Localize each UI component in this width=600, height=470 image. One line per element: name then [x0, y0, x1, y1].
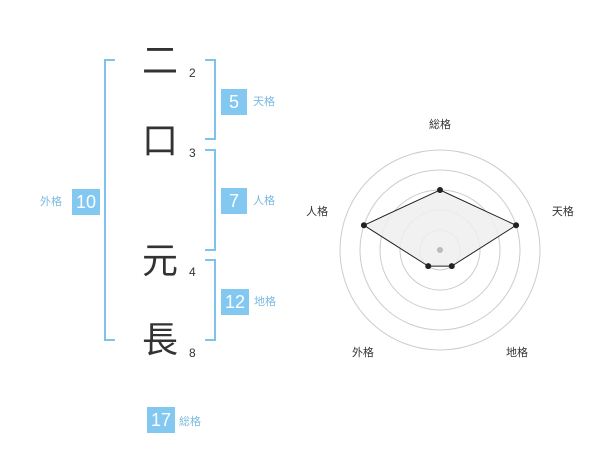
chikaku-badge: 12 [221, 289, 249, 315]
radar-axis-label: 天格 [552, 204, 574, 218]
name-char-3: 元 [141, 241, 178, 282]
radar-axis-label: 外格 [352, 345, 374, 359]
radar-point [360, 222, 367, 229]
gaikaku-label: 外格 [40, 195, 62, 208]
radar-point [437, 187, 443, 193]
gaikaku-bracket [104, 59, 115, 341]
chikaku-bracket [205, 259, 216, 341]
jinkaku-badge: 7 [221, 188, 247, 214]
stroke-count-4: 8 [189, 346, 196, 360]
stroke-count-2: 3 [189, 146, 196, 160]
jinkaku-bracket [205, 149, 216, 251]
radar-axis-label: 総格 [429, 117, 451, 131]
stroke-count-1: 2 [189, 66, 196, 80]
radar-point [513, 222, 520, 229]
chikaku-label: 地格 [254, 295, 276, 308]
name-char-2: 口 [141, 121, 178, 162]
tenkaku-bracket [205, 59, 216, 140]
stroke-count-3: 4 [189, 265, 196, 279]
radar-point [425, 263, 432, 270]
tenkaku-label: 天格 [253, 95, 275, 108]
radar-axis-label: 地格 [506, 345, 528, 359]
name-char-1: 二 [141, 41, 178, 82]
radar-area [362, 189, 518, 267]
name-char-4: 長 [141, 320, 178, 361]
radar-ring [359, 169, 521, 331]
soukaku-badge: 17 [147, 407, 175, 433]
jinkaku-label: 人格 [253, 194, 275, 207]
radar-point [448, 263, 455, 270]
radar-center-dot [437, 247, 443, 253]
soukaku-label: 総格 [179, 415, 201, 428]
radar-axis-label: 人格 [306, 204, 328, 218]
gaikaku-badge: 10 [72, 189, 100, 215]
tenkaku-badge: 5 [221, 89, 247, 115]
